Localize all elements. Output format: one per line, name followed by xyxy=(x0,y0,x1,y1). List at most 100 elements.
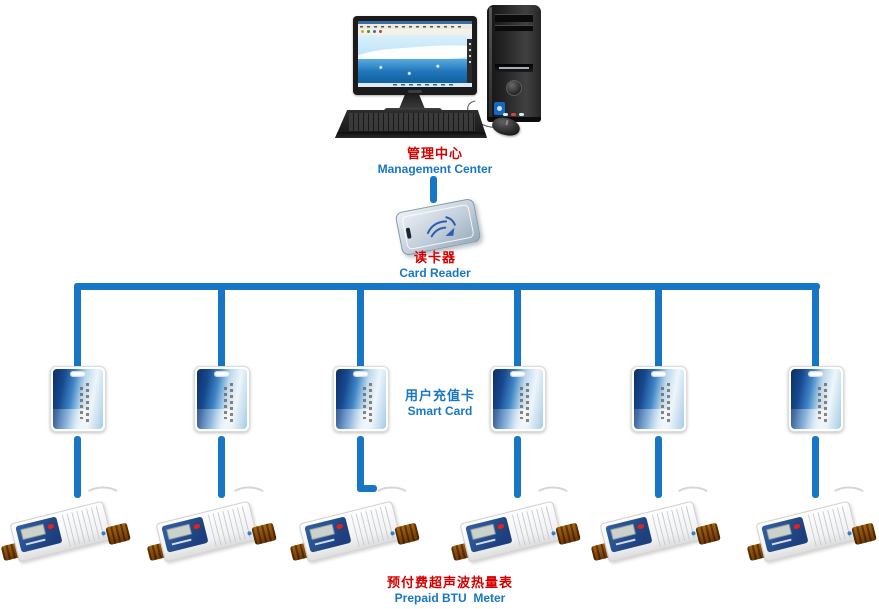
btu-meter xyxy=(741,486,879,580)
btu-meter xyxy=(445,486,584,580)
card-hole xyxy=(808,371,824,377)
monitor xyxy=(353,16,477,95)
window-statusbar xyxy=(358,83,472,87)
meter-button xyxy=(192,523,201,530)
window-titlebar xyxy=(358,21,472,24)
card-reader-device xyxy=(394,197,482,257)
drop-line-top xyxy=(357,283,364,369)
optical-drive-bay xyxy=(495,25,533,31)
cpu-sticker xyxy=(494,102,505,115)
meter-button xyxy=(636,523,645,530)
smart-card xyxy=(50,366,106,432)
toolbar-icon xyxy=(367,30,370,33)
drop-line-top xyxy=(655,283,662,369)
meter-label-text xyxy=(61,505,109,547)
keyboard-keys xyxy=(349,113,475,131)
pipe-fitting xyxy=(555,522,581,546)
lcd-screen xyxy=(470,523,497,541)
toolbar-icon xyxy=(379,30,382,33)
management-center-label-en: Management Center xyxy=(377,162,493,177)
power-button xyxy=(506,80,522,96)
meter-body xyxy=(298,500,402,563)
pipe-fitting xyxy=(851,522,877,546)
monitor-screen xyxy=(358,21,472,87)
drop-line-bottom xyxy=(218,436,225,498)
drop-line-top xyxy=(514,283,521,369)
meter-button xyxy=(46,523,55,530)
toolbar-icon xyxy=(373,30,376,33)
meter-display-panel xyxy=(761,516,809,553)
meter-button xyxy=(792,523,801,530)
smart-card xyxy=(631,366,687,432)
bus-line xyxy=(74,283,820,290)
smart-card-label-en: Smart Card xyxy=(407,404,473,419)
drop-line-bottom xyxy=(812,436,819,498)
smart-card xyxy=(333,366,389,432)
meter-body xyxy=(599,500,703,563)
window-toolbar xyxy=(358,29,472,35)
wave-sea xyxy=(358,59,472,83)
card-reader-label: 读卡器 Card Reader xyxy=(340,250,530,281)
meter-display-panel xyxy=(304,516,352,553)
btu-meter-label-en: Prepaid BTU Meter xyxy=(394,591,506,606)
drop-line-foot xyxy=(357,485,377,492)
tower-base xyxy=(487,117,541,122)
pipe-fitting xyxy=(251,522,277,546)
btu-meter xyxy=(0,486,133,580)
drop-line-top xyxy=(74,283,81,369)
screen-side-toolbar xyxy=(467,39,472,83)
smart-card-label: 用户充值卡 Smart Card xyxy=(350,388,530,419)
keyboard-edge xyxy=(335,132,487,138)
meter-body xyxy=(755,500,859,563)
management-center-label-zh: 管理中心 xyxy=(406,146,463,161)
btu-meter-label: 预付费超声波热量表 Prepaid BTU Meter xyxy=(330,575,570,606)
lcd-screen xyxy=(166,523,193,541)
tower-edge-highlight xyxy=(489,7,492,120)
smart-card xyxy=(194,366,250,432)
meter-display-panel xyxy=(605,516,653,553)
btu-meter xyxy=(585,486,724,580)
water-wallpaper xyxy=(358,35,472,83)
front-leds xyxy=(503,113,524,116)
rfid-waves-icon xyxy=(426,216,456,238)
pipe-fitting xyxy=(105,522,131,546)
card-hole xyxy=(214,371,230,377)
meter-body xyxy=(459,500,563,563)
btu-meter xyxy=(284,486,423,580)
card-hole xyxy=(70,371,86,377)
meter-label-text xyxy=(207,505,255,547)
pipe-fitting xyxy=(394,522,420,546)
meter-body xyxy=(9,500,113,563)
btu-meter xyxy=(141,486,280,580)
btu-meter-label-zh: 预付费超声波热量表 xyxy=(386,575,513,590)
meter-button xyxy=(496,523,505,530)
smart-card xyxy=(490,366,546,432)
card-reader-label-en: Card Reader xyxy=(399,266,471,281)
drop-line-bottom xyxy=(655,436,662,498)
meter-button xyxy=(335,523,344,530)
lcd-screen xyxy=(20,523,47,541)
optical-drive-bay xyxy=(495,14,533,22)
drop-line-top xyxy=(218,283,225,369)
lcd-screen xyxy=(610,523,637,541)
meter-body xyxy=(155,500,259,563)
drop-line-top xyxy=(812,283,819,369)
card-hole xyxy=(651,371,667,377)
meter-label-text xyxy=(807,505,855,547)
drop-line-bottom xyxy=(74,436,81,498)
management-center-label: 管理中心 Management Center xyxy=(320,146,550,177)
pipe-fitting xyxy=(695,522,721,546)
smart-card xyxy=(788,366,844,432)
meter-display-panel xyxy=(15,516,63,553)
monitor-logo xyxy=(408,90,422,93)
lcd-screen xyxy=(766,523,793,541)
meter-display-panel xyxy=(161,516,209,553)
meter-label-text xyxy=(511,505,559,547)
drop-line-bottom xyxy=(357,436,364,492)
lcd-screen xyxy=(309,523,336,541)
drop-line-bottom xyxy=(514,436,521,498)
pc-tower xyxy=(487,5,541,122)
window-menubar xyxy=(358,24,472,29)
card-reader-label-zh: 读卡器 xyxy=(413,250,456,265)
